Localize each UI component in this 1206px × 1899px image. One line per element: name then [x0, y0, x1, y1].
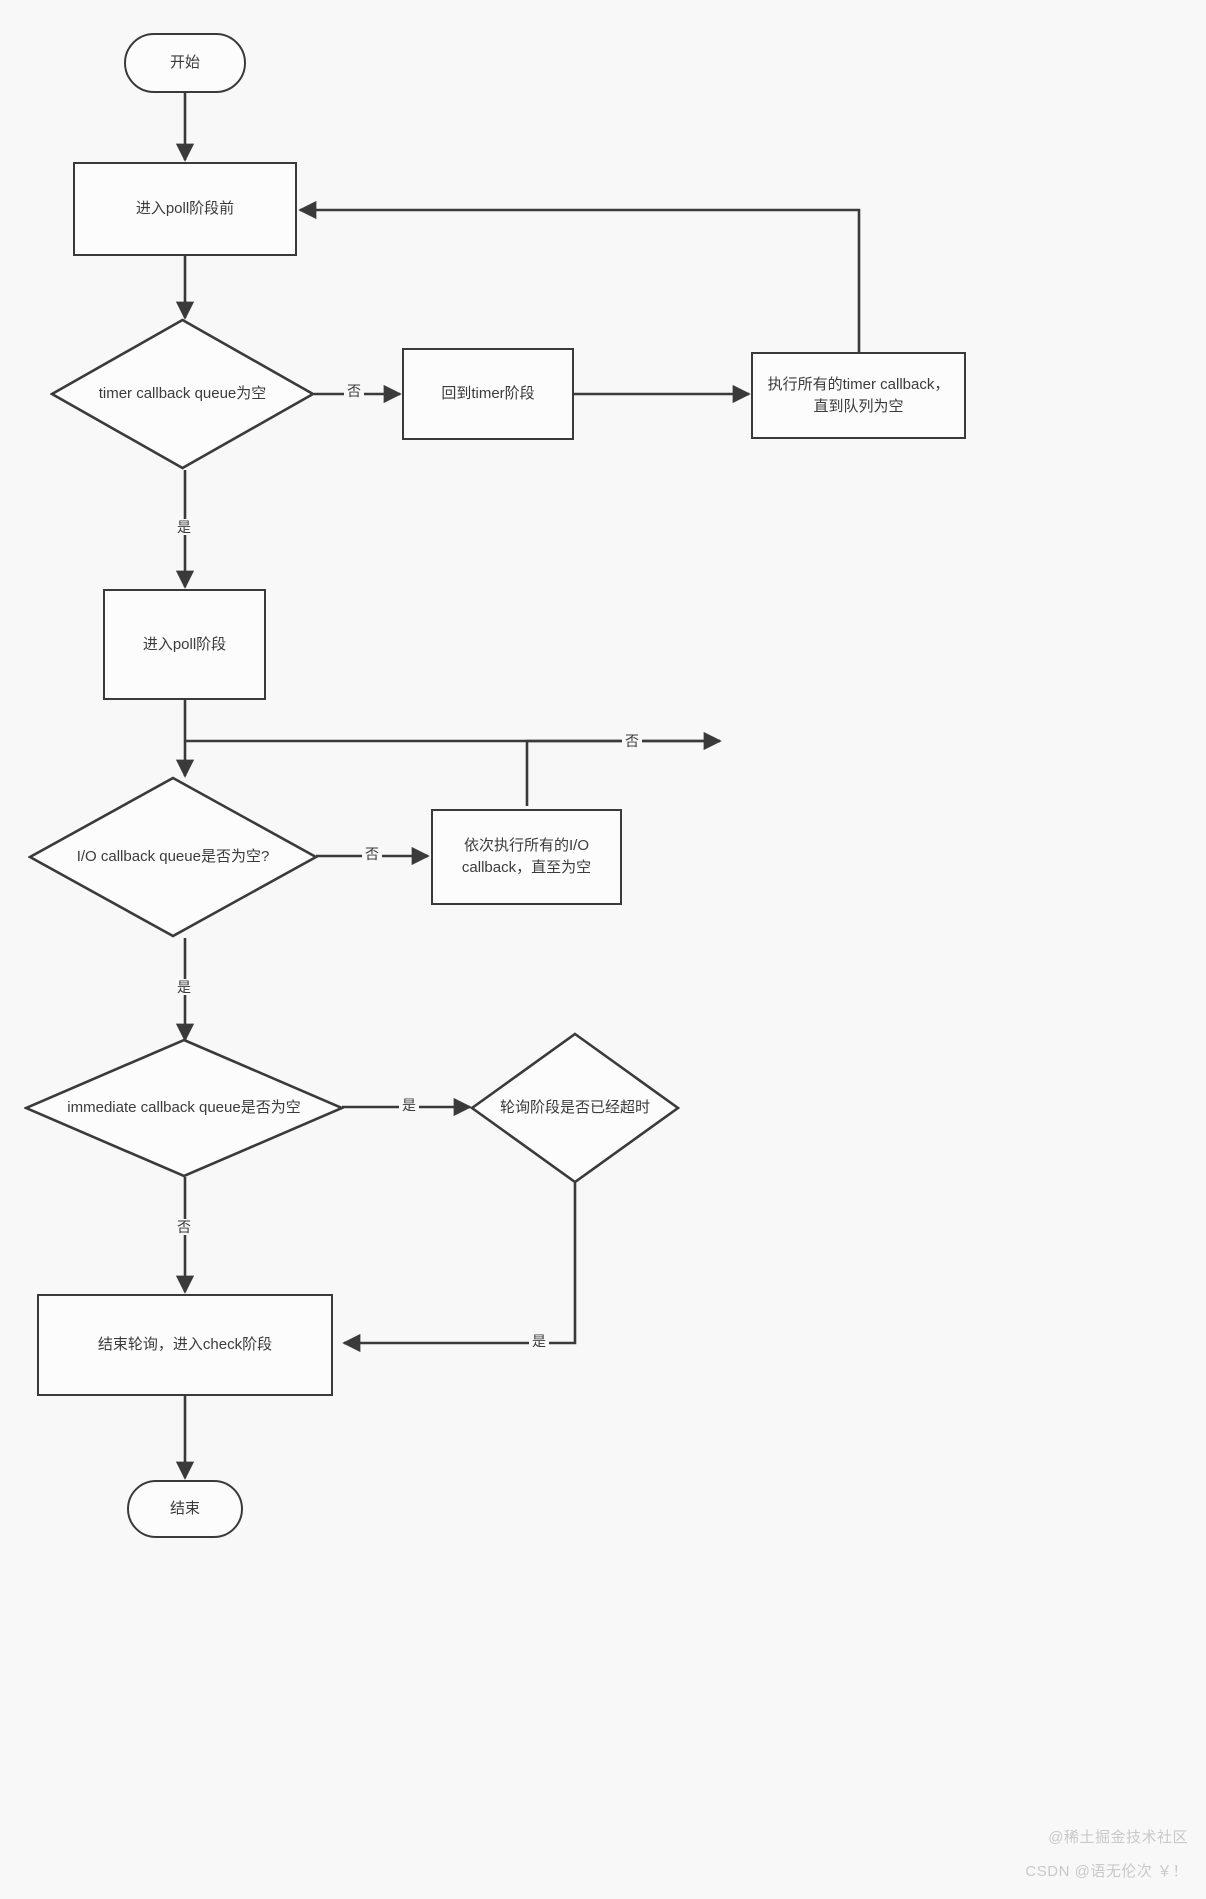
edge-label-io-no: 否 — [362, 846, 382, 862]
node-pre-poll[interactable]: 进入poll阶段前 — [73, 162, 297, 256]
edge-label-immediate-yes: 是 — [399, 1097, 419, 1113]
edge-label-timeout-yes: 是 — [529, 1333, 549, 1349]
diamond-shape — [50, 318, 315, 470]
node-end-label: 结束 — [169, 1500, 200, 1518]
diamond-shape — [28, 776, 318, 938]
node-poll-timeout[interactable]: 轮询阶段是否已经超时 — [470, 1032, 680, 1184]
node-io-queue-empty-label: I/O callback queue是否为空? — [76, 848, 270, 866]
edge-label-io-yes: 是 — [174, 979, 194, 995]
edge-label-timer-yes: 是 — [174, 519, 194, 535]
diamond-shape — [470, 1032, 680, 1184]
node-run-all-timer-callbacks[interactable]: 执行所有的timer callback，直到队列为空 — [751, 352, 966, 439]
node-end-poll-enter-check-label: 结束轮询，进入check阶段 — [97, 1336, 273, 1354]
node-start[interactable]: 开始 — [124, 33, 246, 93]
node-back-to-timer-label: 回到timer阶段 — [441, 385, 535, 403]
node-start-label: 开始 — [169, 54, 200, 72]
node-timer-queue-empty-label: timer callback queue为空 — [98, 385, 267, 403]
node-pre-poll-label: 进入poll阶段前 — [135, 200, 235, 218]
node-run-all-io-callbacks[interactable]: 依次执行所有的I/O callback，直至为空 — [431, 809, 622, 905]
diamond-shape — [24, 1038, 344, 1178]
node-run-all-timer-callbacks-label: 执行所有的timer callback，直到队列为空 — [767, 375, 950, 415]
edge-label-immediate-no: 否 — [174, 1219, 194, 1235]
node-end[interactable]: 结束 — [127, 1480, 243, 1538]
node-enter-poll-label: 进入poll阶段 — [142, 635, 227, 653]
node-poll-timeout-label: 轮询阶段是否已经超时 — [499, 1099, 650, 1117]
node-immediate-queue-empty[interactable]: immediate callback queue是否为空 — [24, 1038, 344, 1178]
node-io-queue-empty[interactable]: I/O callback queue是否为空? — [28, 776, 318, 938]
edge-label-timer-no: 否 — [344, 383, 364, 399]
node-enter-poll[interactable]: 进入poll阶段 — [103, 589, 266, 700]
node-end-poll-enter-check[interactable]: 结束轮询，进入check阶段 — [37, 1294, 333, 1396]
node-timer-queue-empty[interactable]: timer callback queue为空 — [50, 318, 315, 470]
watermark-author: CSDN @语无伦次 ￥！ — [1025, 1863, 1188, 1880]
watermark-community: @稀土掘金技术社区 — [1048, 1829, 1188, 1846]
node-back-to-timer[interactable]: 回到timer阶段 — [402, 348, 574, 440]
node-immediate-queue-empty-label: immediate callback queue是否为空 — [67, 1099, 301, 1117]
node-run-all-io-callbacks-label: 依次执行所有的I/O callback，直至为空 — [461, 837, 592, 876]
edge-label-io-loop-no: 否 — [622, 733, 642, 749]
